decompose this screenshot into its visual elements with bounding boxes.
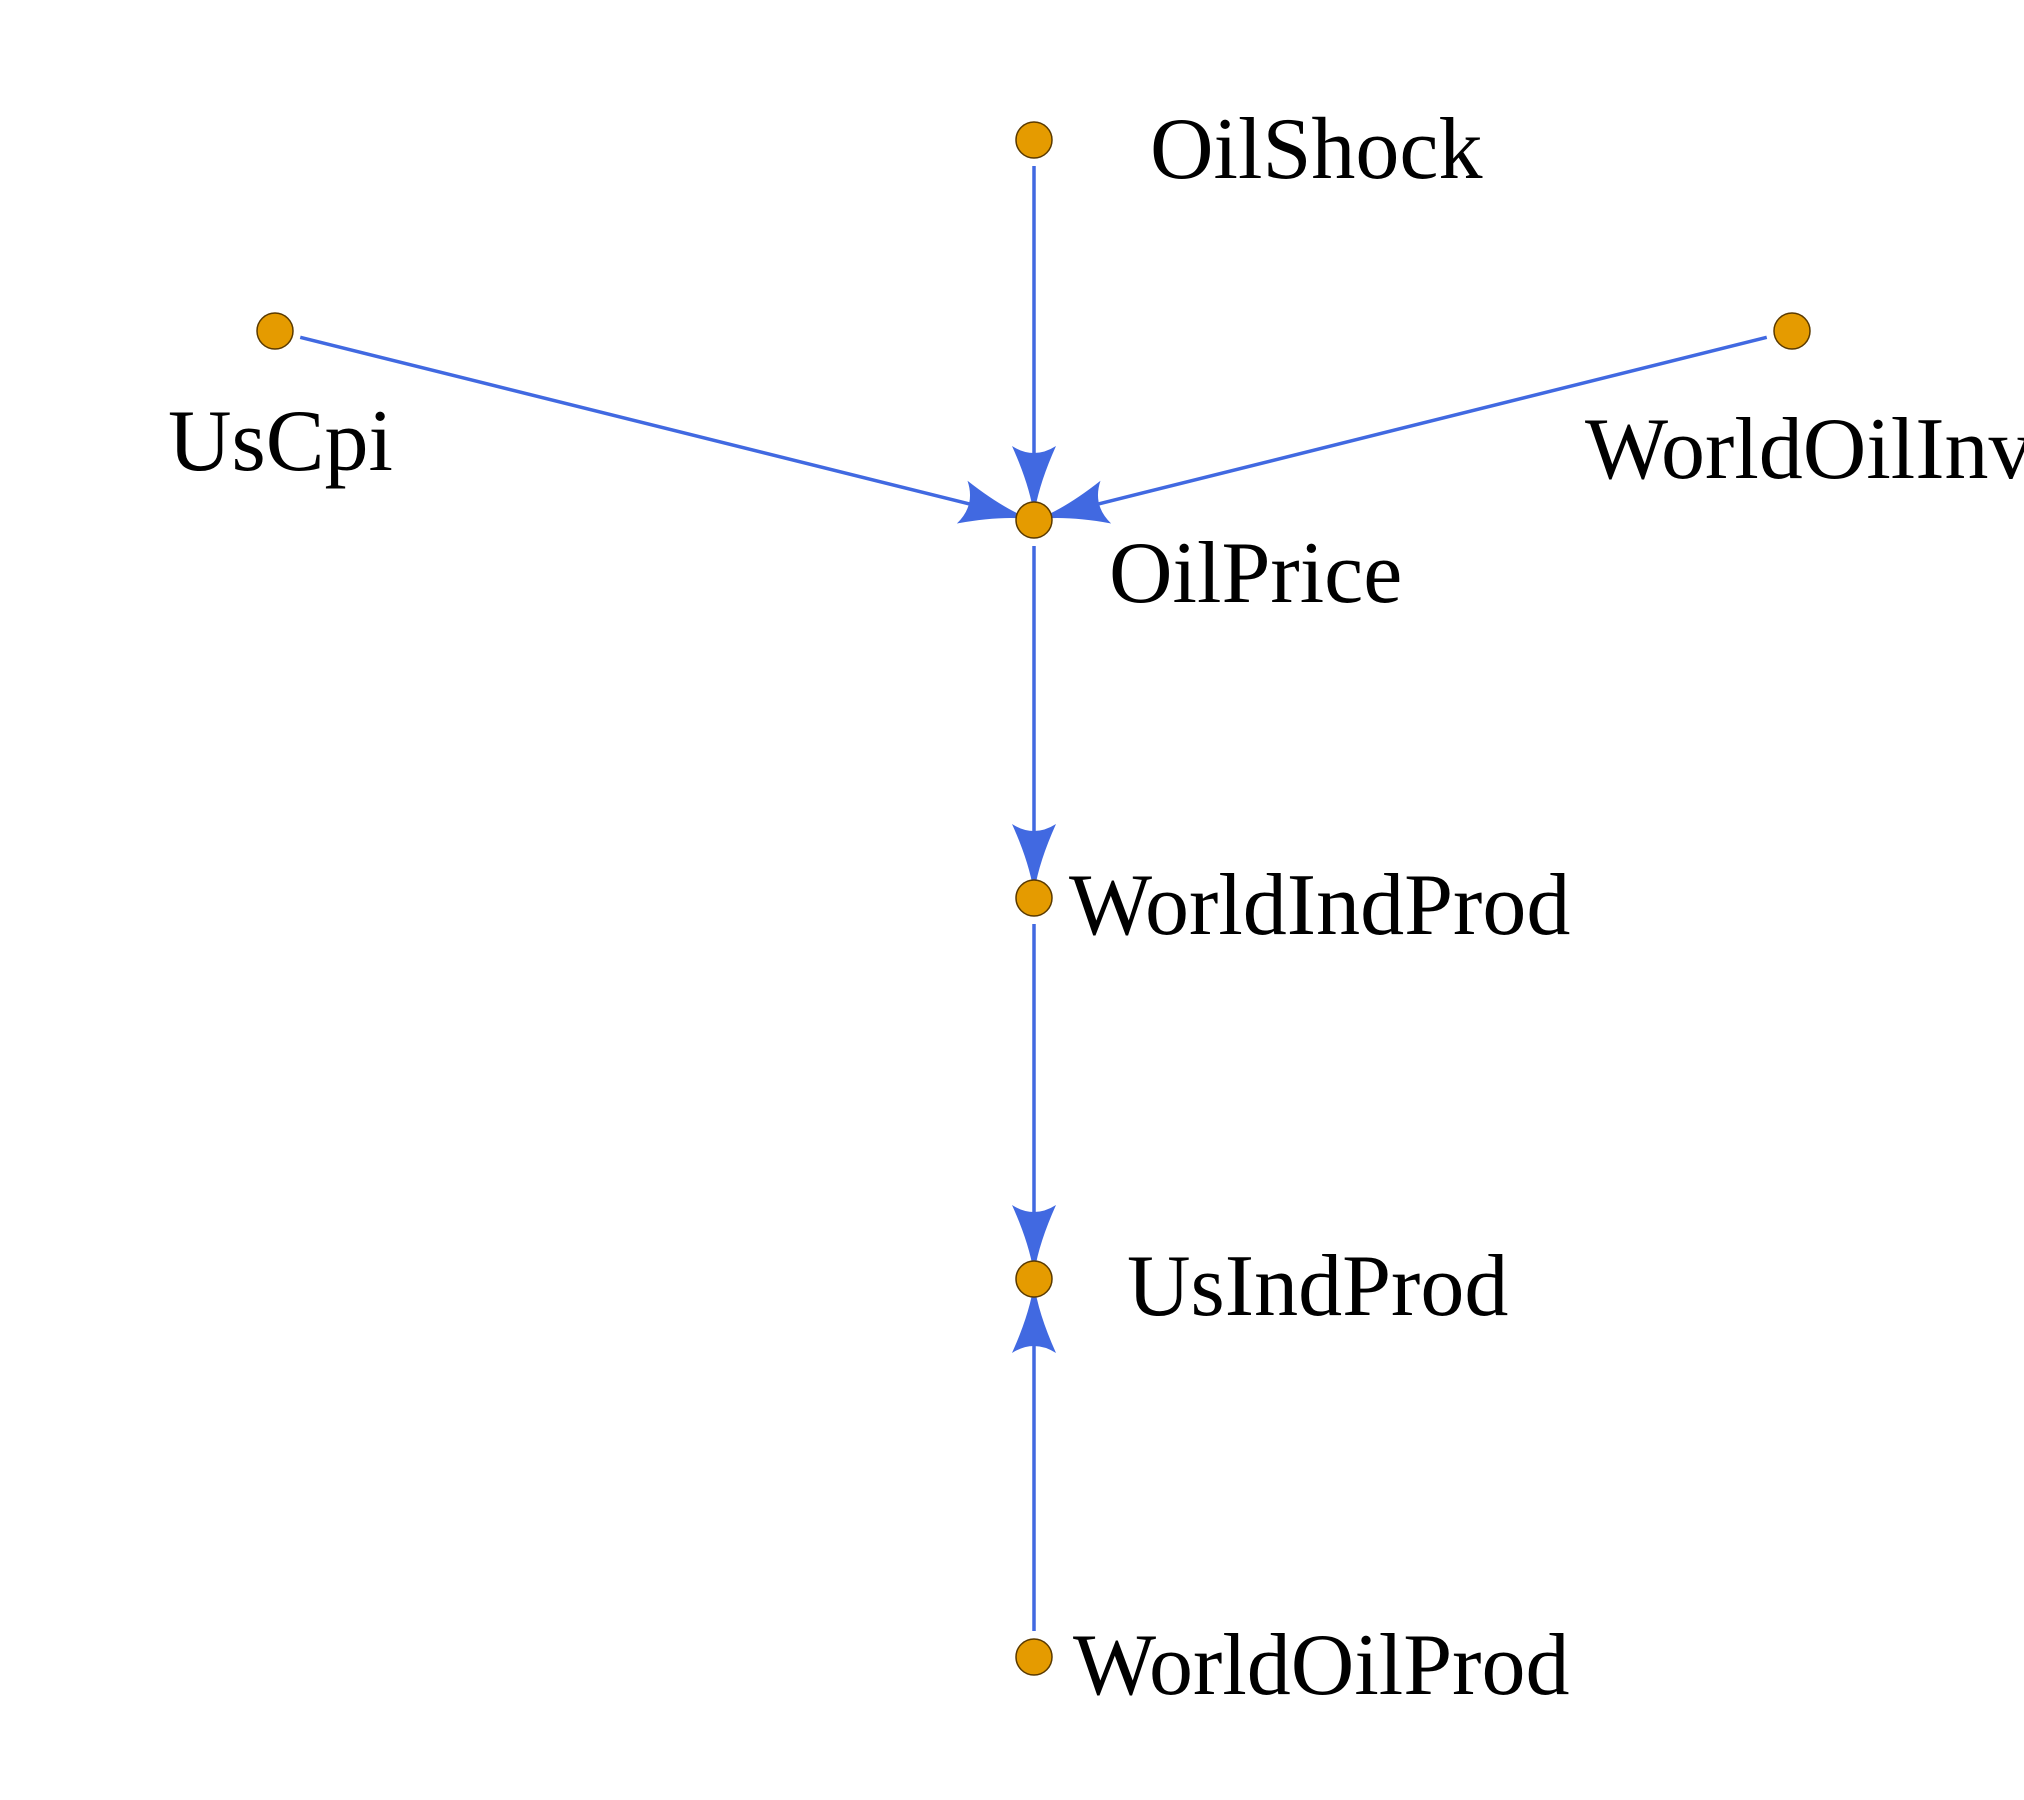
edge-worldindprod-to-usindprod <box>1012 924 1056 1275</box>
edge-line <box>1095 335 1768 507</box>
node-oilshock <box>1015 121 1053 159</box>
arrowhead <box>956 480 1031 524</box>
node-label-oilprice: OilPrice <box>1109 525 1403 622</box>
arrowhead <box>1037 480 1112 524</box>
edge-oilshock-to-oilprice <box>1012 166 1056 516</box>
node-label-worldoilprod: WorldOilProd <box>1073 1617 1570 1714</box>
arrowhead <box>1012 1283 1056 1353</box>
node-uscpi <box>256 312 294 350</box>
node-label-worldoilinv: WorldOilInv <box>1585 401 2024 498</box>
edge-worldoilinv-to-oilprice <box>1037 335 1768 524</box>
node-label-worldindprod: WorldIndProd <box>1069 857 1571 954</box>
node-worldindprod <box>1015 879 1053 917</box>
edge-oilprice-to-worldindprod <box>1012 546 1056 894</box>
node-label-uscpi: UsCpi <box>168 393 393 490</box>
nodes-layer <box>256 121 1811 1676</box>
edge-uscpi-to-oilprice <box>299 335 1031 524</box>
arrowhead <box>1012 446 1056 516</box>
node-label-oilshock: OilShock <box>1150 101 1483 198</box>
edges-layer <box>299 166 1768 1631</box>
node-label-usindprod: UsIndProd <box>1127 1238 1509 1335</box>
arrowhead <box>1012 1205 1056 1275</box>
arrowhead <box>1012 824 1056 894</box>
edge-line <box>299 335 973 507</box>
node-oilprice <box>1015 501 1053 539</box>
node-worldoilinv <box>1773 312 1811 350</box>
node-worldoilprod <box>1015 1638 1053 1676</box>
edge-worldoilprod-to-usindprod <box>1012 1283 1056 1631</box>
node-usindprod <box>1015 1260 1053 1298</box>
